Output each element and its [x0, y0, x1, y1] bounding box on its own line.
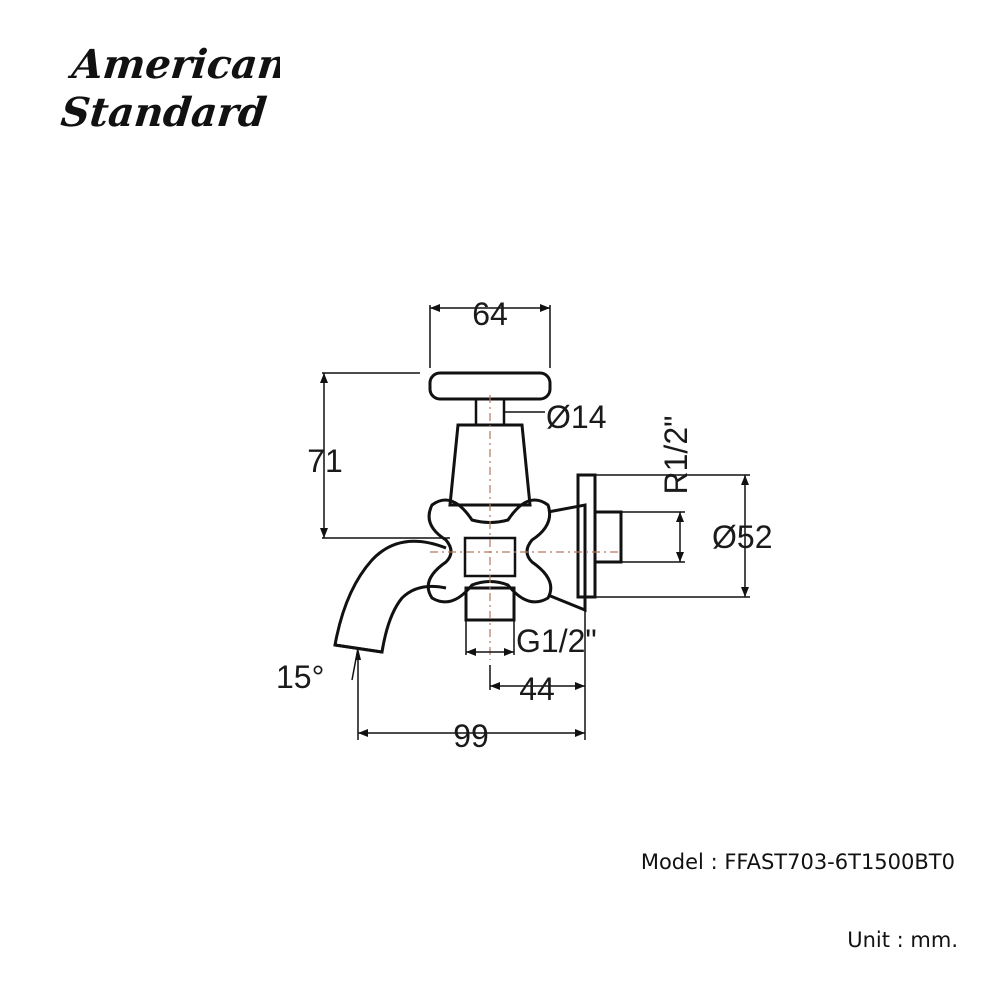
- model-label: Model: [640, 850, 704, 874]
- cross-handle: [426, 498, 553, 604]
- bonnet: [448, 423, 532, 507]
- dim-spout-angle: 15°: [276, 659, 324, 695]
- unit-info: Unit : mm.: [847, 928, 958, 952]
- dim-handle-width: 64: [472, 296, 508, 332]
- wall-nut: [593, 510, 623, 564]
- wall-flange: [576, 473, 597, 599]
- model-separator: :: [710, 850, 718, 874]
- unit-separator: :: [896, 928, 904, 952]
- dim-flange-diameter: Ø52: [712, 519, 772, 555]
- brand-logo: American Standard: [60, 41, 280, 136]
- brand-logo-line2: Standard: [60, 89, 269, 136]
- dim-inlet-thread: R1/2": [658, 416, 694, 495]
- spout: [333, 539, 447, 654]
- dim-height: 71: [307, 443, 343, 479]
- dim-body-to-wall: 44: [519, 671, 555, 707]
- brand-logo-line1: American: [66, 41, 280, 88]
- unit-label: Unit: [847, 928, 890, 952]
- unit-value: mm.: [910, 928, 958, 952]
- model-info: Model : FFAST703-6T1500BT0: [641, 850, 955, 874]
- dim-total-projection: 99: [453, 718, 489, 754]
- model-value: FFAST703-6T1500BT0: [724, 850, 955, 874]
- connector: [547, 503, 587, 613]
- dim-stem-diameter: Ø14: [546, 399, 606, 435]
- dim-outlet-thread: G1/2": [516, 623, 597, 659]
